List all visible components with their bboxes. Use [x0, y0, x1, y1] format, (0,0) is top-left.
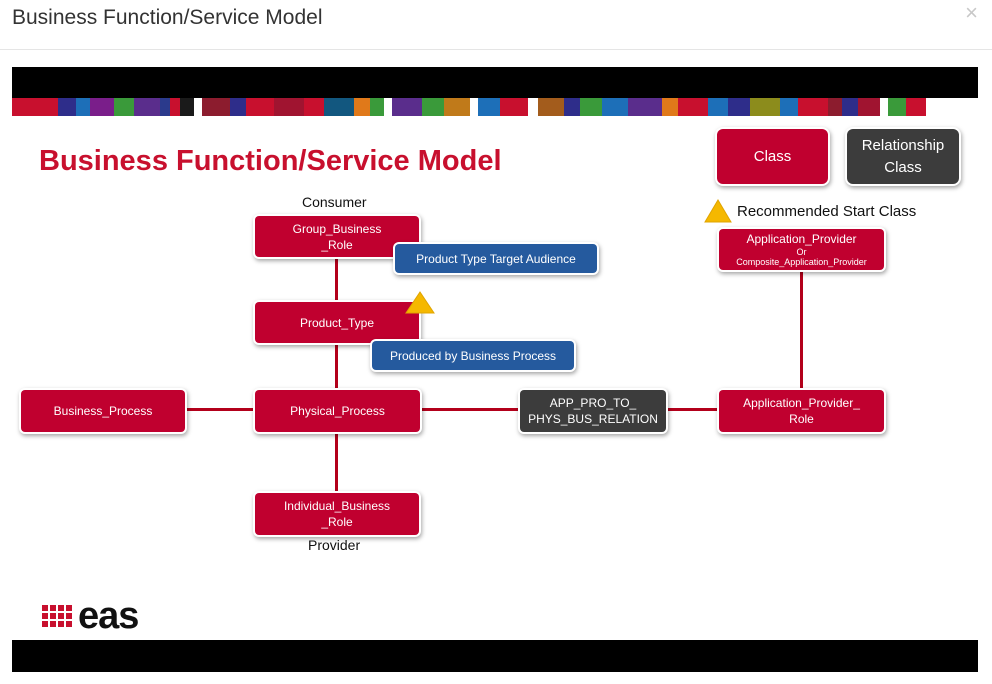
slide-top-band — [12, 67, 978, 98]
eas-logo-mark — [42, 605, 72, 627]
modal-header: Business Function/Service Model × — [0, 0, 992, 50]
node-application-provider[interactable]: Application_Provider Or Composite_Applic… — [719, 229, 884, 270]
eas-logo: eas — [42, 595, 139, 637]
provider-label: Provider — [308, 537, 361, 553]
eas-logo-text: eas — [78, 595, 139, 637]
node-individual-business-role-line1: Individual_Business — [283, 499, 391, 513]
connector-line — [335, 257, 338, 302]
node-application-provider-role-line2: Role — [789, 412, 814, 426]
node-product-type-label: Product_Type — [299, 315, 375, 330]
connector-line — [800, 270, 803, 390]
node-application-provider-line2: Or — [796, 247, 807, 257]
legend-relationship-line1: Relationship — [861, 136, 945, 154]
legend-relationship-line2: Class — [884, 158, 922, 176]
node-group-business-role-line2: _Role — [321, 237, 353, 252]
node-business-process[interactable]: Business_Process — [21, 390, 185, 432]
legend-start-label: Recommended Start Class — [737, 203, 917, 220]
node-application-provider-role[interactable]: Application_Provider_ Role — [719, 390, 884, 432]
legend-relationship-class: Relationship Class — [847, 129, 959, 184]
connector-line — [335, 343, 338, 390]
node-application-provider-line3: Composite_Application_Provider — [736, 257, 867, 267]
node-individual-business-role[interactable]: Individual_Business _Role — [255, 493, 419, 535]
node-business-process-label: Business_Process — [53, 404, 153, 418]
slide-title: Business Function/Service Model — [39, 145, 502, 177]
node-app-pro-relation-line1: APP_PRO_TO_ — [549, 396, 637, 410]
warning-icon — [704, 199, 732, 223]
connector-line — [185, 408, 255, 411]
close-icon[interactable]: × — [965, 0, 978, 25]
connector-line — [420, 408, 520, 411]
slide-bottom-band — [12, 640, 978, 672]
node-product-type[interactable]: Product_Type — [255, 302, 419, 343]
legend-class: Class — [717, 129, 828, 184]
node-individual-business-role-line2: _Role — [321, 515, 353, 529]
relation-label-target-audience-text: Product Type Target Audience — [416, 251, 576, 266]
connector-line — [335, 431, 338, 493]
relation-label-produced-by: Produced by Business Process — [372, 341, 574, 370]
color-strip — [12, 98, 978, 116]
relation-label-produced-by-text: Produced by Business Process — [389, 348, 557, 363]
warning-icon — [405, 291, 435, 314]
node-group-business-role[interactable]: Group_Business _Role — [255, 216, 419, 257]
consumer-label: Consumer — [302, 194, 367, 210]
connector-line — [666, 408, 719, 411]
node-physical-process[interactable]: Physical_Process — [255, 390, 420, 432]
node-app-pro-relation-line2: PHYS_BUS_RELATION — [528, 412, 658, 426]
legend-class-label: Class — [753, 147, 792, 165]
modal-title: Business Function/Service Model — [12, 6, 323, 29]
diagram-slide: Business Function/Service Model Class Re… — [12, 67, 978, 672]
node-app-pro-to-phys-bus-relation[interactable]: APP_PRO_TO_ PHYS_BUS_RELATION — [520, 390, 666, 432]
node-application-provider-line1: Application_Provider — [746, 232, 857, 246]
node-physical-process-label: Physical_Process — [290, 404, 385, 418]
node-application-provider-role-line1: Application_Provider_ — [743, 396, 860, 410]
node-group-business-role-line1: Group_Business — [292, 221, 382, 236]
relation-label-target-audience: Product Type Target Audience — [395, 244, 597, 273]
